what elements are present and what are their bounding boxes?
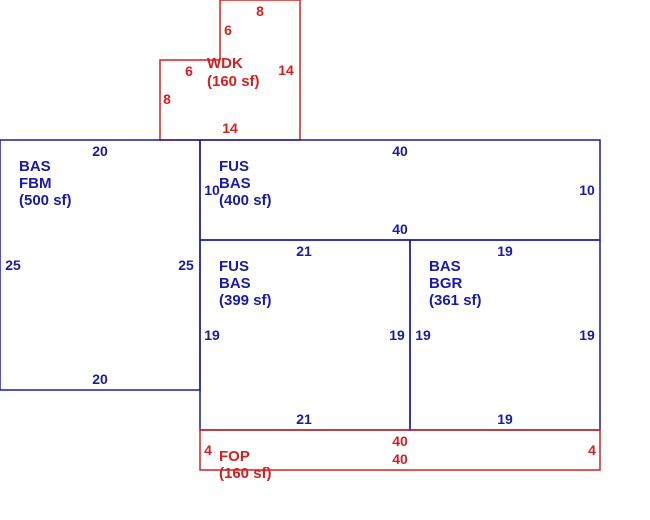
bas-fbm-code-2: FBM	[19, 175, 52, 192]
fus-bas-top-code-1: FUS	[219, 158, 249, 175]
dim-fop-right: 4	[588, 442, 596, 458]
dim-top-right: 10	[579, 182, 595, 198]
dim-wdk-inner-v: 6	[224, 22, 232, 38]
bas-bgr-code-1: BAS	[429, 258, 461, 275]
bas-fbm-area: (500 sf)	[19, 192, 72, 209]
fus-bas-mid-code-2: BAS	[219, 275, 251, 292]
dim-fbm-right: 25	[178, 257, 194, 273]
dim-bgr-right: 19	[579, 327, 595, 343]
fop-label: FOP (160 sf)	[219, 448, 272, 482]
dim-top-left: 10	[204, 182, 220, 198]
bas-bgr-label: BAS BGR (361 sf)	[429, 258, 482, 309]
fus-bas-mid-dimensions: 21 19 19 21	[204, 243, 405, 427]
bas-bgr-area: (361 sf)	[429, 292, 482, 309]
fus-bas-mid-code-1: FUS	[219, 258, 249, 275]
dim-wdk-left: 8	[163, 91, 171, 107]
fus-bas-top-area: (400 sf)	[219, 192, 272, 209]
dim-wdk-top: 8	[256, 3, 264, 19]
bas-fbm-label: BAS FBM (500 sf)	[19, 158, 72, 209]
dim-top-bottom: 40	[392, 221, 408, 237]
dim-bgr-bottom: 19	[497, 411, 513, 427]
dim-mid-top: 21	[296, 243, 312, 259]
dim-mid-left: 19	[204, 327, 220, 343]
wdk-code: WDK	[207, 55, 243, 72]
bas-bgr-code-2: BGR	[429, 275, 463, 292]
dim-fbm-bottom: 20	[92, 371, 108, 387]
dim-fop-top: 40	[392, 433, 408, 449]
bas-fbm-code-1: BAS	[19, 158, 51, 175]
dim-wdk-bottom: 14	[222, 120, 238, 136]
fop-dimensions: 40 40 4 4	[204, 433, 596, 467]
fus-bas-top-label: FUS BAS (400 sf)	[219, 158, 272, 209]
dim-bgr-top: 19	[497, 243, 513, 259]
wdk-dimensions: 8 6 6 14 8 14	[163, 3, 294, 136]
wdk-label: WDK (160 sf)	[207, 55, 260, 90]
dim-fop-bottom: 40	[392, 451, 408, 467]
dim-top-top: 40	[392, 143, 408, 159]
dim-mid-bottom: 21	[296, 411, 312, 427]
fus-bas-mid-label: FUS BAS (399 sf)	[219, 258, 272, 309]
fus-bas-mid-area: (399 sf)	[219, 292, 272, 309]
dim-wdk-right: 14	[278, 62, 294, 78]
bas-bgr-dimensions: 19 19 19 19	[415, 243, 595, 427]
dim-fbm-left: 25	[5, 257, 21, 273]
fop-code: FOP	[219, 448, 250, 465]
fop-area: (160 sf)	[219, 465, 272, 482]
dim-wdk-inner-h: 6	[185, 63, 193, 79]
wdk-area: (160 sf)	[207, 73, 260, 90]
dim-bgr-left: 19	[415, 327, 431, 343]
dim-fop-left: 4	[204, 442, 212, 458]
fus-bas-top-dimensions: 40 10 10 40	[204, 143, 595, 237]
dim-fbm-top: 20	[92, 143, 108, 159]
dim-mid-right: 19	[389, 327, 405, 343]
fop-outline	[199, 429, 601, 471]
bas-fbm-dimensions: 20 25 25 20	[5, 143, 194, 387]
fus-bas-top-code-2: BAS	[219, 175, 251, 192]
